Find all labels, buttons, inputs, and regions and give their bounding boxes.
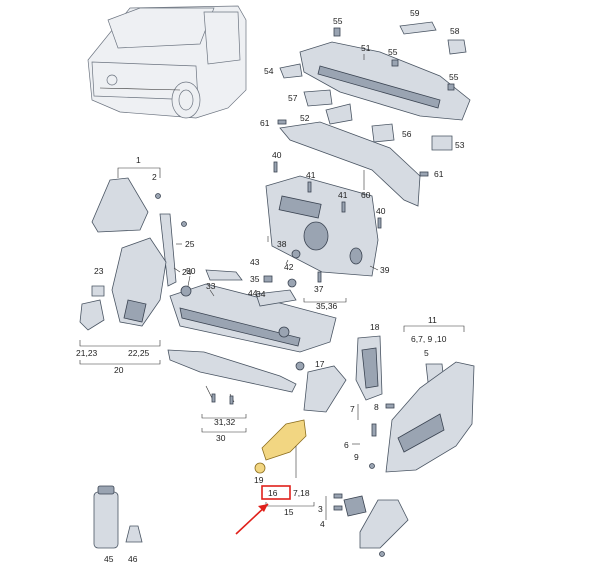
callout-23: 23 (94, 266, 104, 276)
callout-56: 56 (402, 129, 412, 139)
part-group-22-23: 23 (79, 237, 167, 331)
callout-8: 8 (374, 402, 379, 412)
callout-42: 42 (284, 262, 294, 272)
callout-61b: 61 (434, 169, 444, 179)
callout-6-7-9-10: 6,7, 9 ,10 (411, 334, 447, 344)
part-group-1: 1 2 (91, 155, 161, 233)
callout-18: 18 (370, 322, 380, 332)
callout-9: 9 (354, 452, 359, 462)
callout-34: 34 (256, 289, 266, 299)
callout-58: 58 (450, 26, 460, 36)
part-group-45-46: 45 46 (93, 485, 143, 564)
callout-20: 20 (114, 365, 124, 375)
part-group-3-4: 3 4 (318, 493, 409, 557)
callout-54: 54 (264, 66, 274, 76)
callout-43: 43 (250, 257, 260, 267)
part-group-16-19: 19 16 7,18 15 (235, 419, 315, 535)
callout-21-23: 21,23 (76, 348, 98, 358)
callout-57: 57 (288, 93, 298, 103)
part-group-39: 39 38 42 40 41 41 40 (265, 150, 390, 277)
fasteners-35-37: 35 34 37 35,36 (250, 271, 347, 311)
vehicle-illustration (87, 5, 247, 119)
callout-2: 2 (152, 172, 157, 182)
callout-3: 3 (318, 504, 323, 514)
callout-31-32: 31,32 (214, 417, 236, 427)
callout-16: 16 (268, 488, 278, 498)
part-group-11: 11 6,7, 9 ,10 5 7 8 6 9 (344, 315, 475, 473)
part-group-24-25: 25 24 (159, 213, 195, 287)
callout-50: 50 (186, 266, 196, 276)
callout-40: 40 (272, 150, 282, 160)
callout-7-18: 7,18 (293, 488, 310, 498)
callout-51: 51 (361, 43, 371, 53)
callout-38: 38 (277, 239, 287, 249)
callout-52: 52 (300, 113, 310, 123)
callout-37: 37 (314, 284, 324, 294)
bracket-30: 31,32 30 (201, 385, 247, 443)
callout-39: 39 (380, 265, 390, 275)
callout-40b: 40 (376, 206, 386, 216)
callout-25: 25 (185, 239, 195, 249)
callout-61a: 61 (260, 118, 270, 128)
callout-30: 30 (216, 433, 226, 443)
callout-55c: 55 (449, 72, 459, 82)
part-group-33-34: 33 50 (167, 266, 337, 393)
callout-41a: 41 (306, 170, 316, 180)
callout-35-36: 35,36 (316, 301, 338, 311)
callout-24: 24 (182, 267, 192, 277)
part-group-17-18: 17 18 (303, 322, 383, 413)
callout-4: 4 (320, 519, 325, 529)
callout-15: 15 (284, 507, 294, 517)
part-group-60: 52 61 56 53 60 61 (260, 103, 465, 207)
callout-46: 46 (128, 554, 138, 564)
callout-44: 44 (248, 288, 258, 298)
callout-1: 1 (136, 155, 141, 165)
callout-6: 6 (344, 440, 349, 450)
callout-45: 45 (104, 554, 114, 564)
callout-35: 35 (250, 274, 260, 284)
part-group-51: 51 55 55 55 59 58 54 57 (264, 8, 471, 121)
callout-22-25: 22,25 (128, 348, 150, 358)
callout-55a: 55 (333, 16, 343, 26)
callout-17: 17 (315, 359, 325, 369)
callout-55b: 55 (388, 47, 398, 57)
callout-19: 19 (254, 475, 264, 485)
callout-53: 53 (455, 140, 465, 150)
callout-33: 33 (206, 281, 216, 291)
callout-59: 59 (410, 8, 420, 18)
callout-7: 7 (350, 404, 355, 414)
callout-5: 5 (424, 348, 429, 358)
callout-11: 11 (428, 315, 437, 325)
callout-60: 60 (361, 190, 371, 200)
callout-41b: 41 (338, 190, 348, 200)
bracket-20: 21,23 22,25 20 (76, 340, 161, 375)
highlight-box (261, 485, 291, 500)
